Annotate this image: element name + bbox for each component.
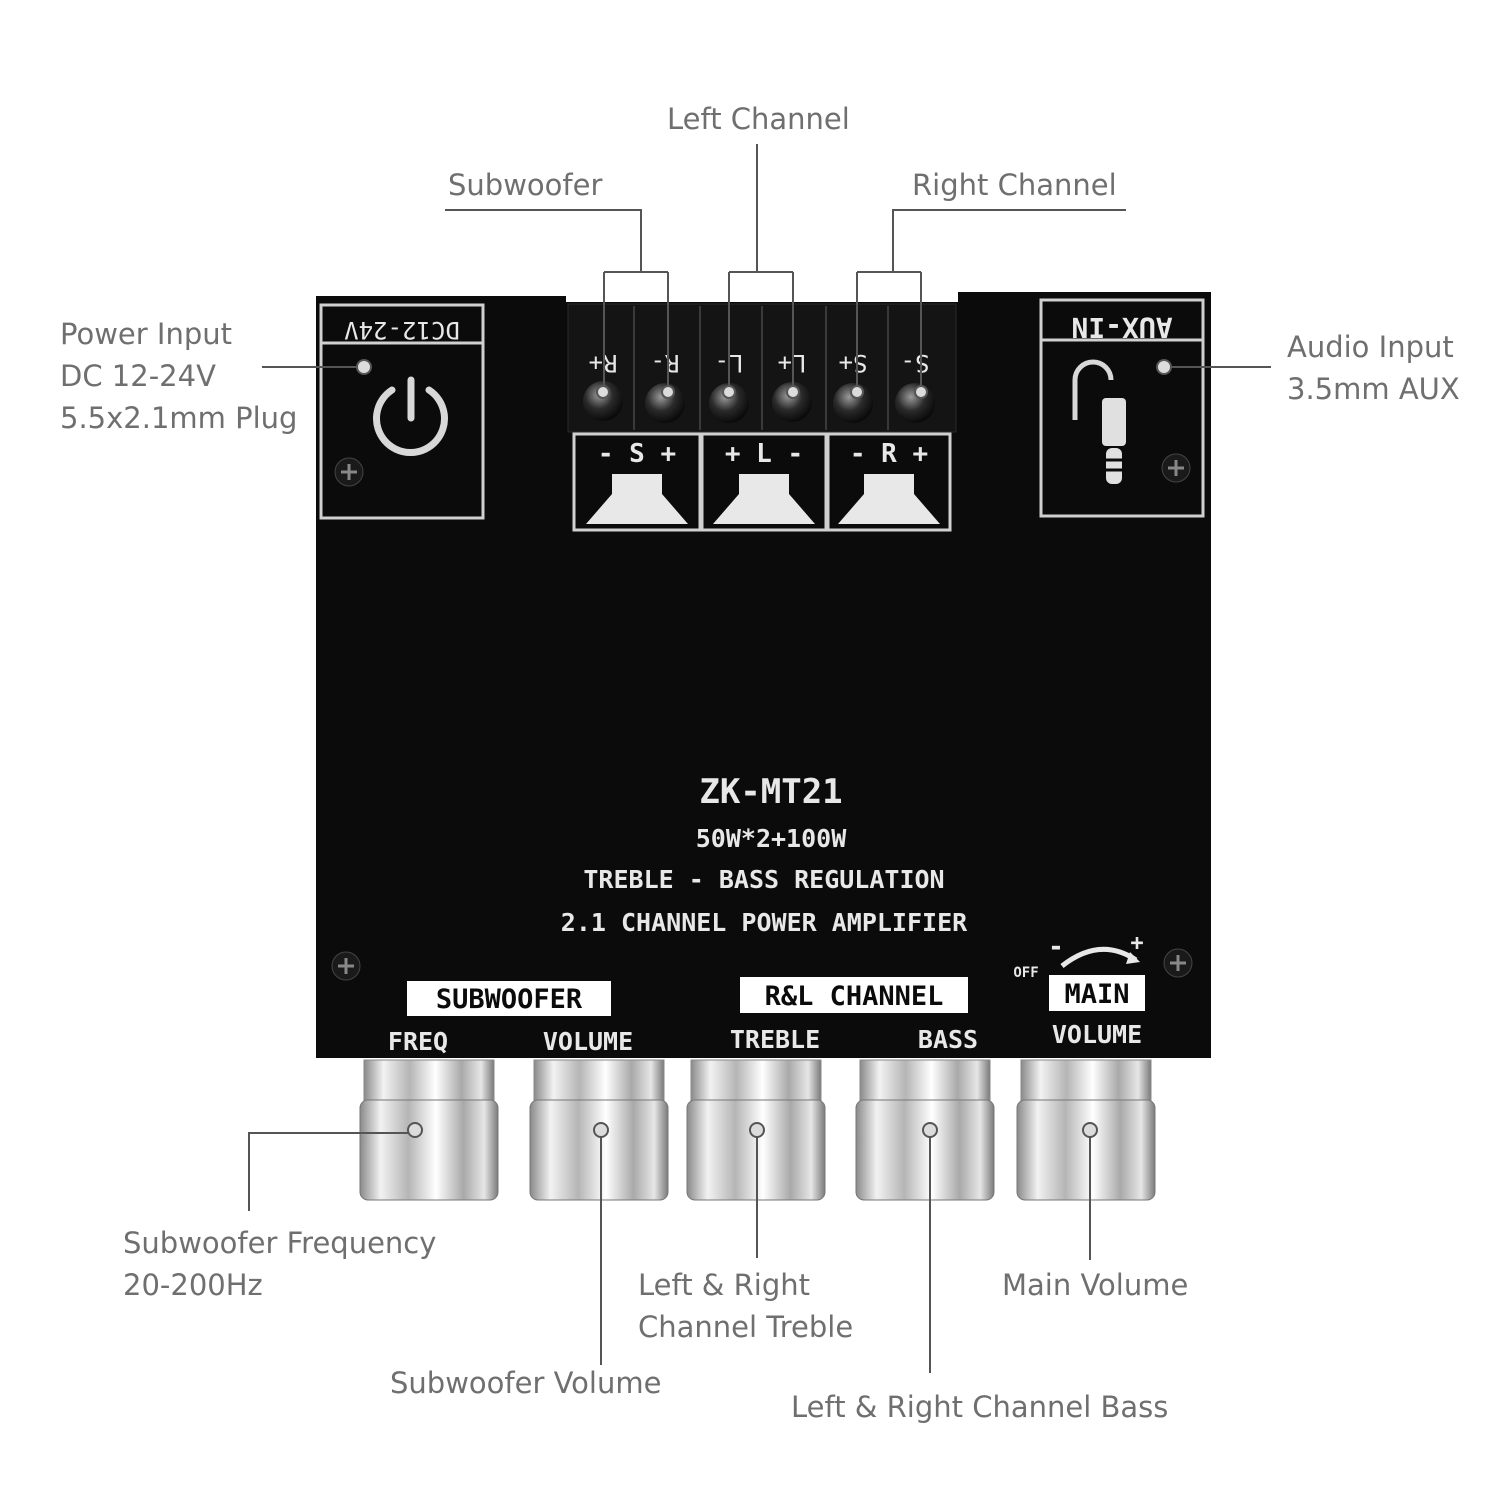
- speaker-icon: [713, 474, 815, 524]
- off-label: OFF: [1013, 965, 1038, 981]
- screw-icon: [1163, 948, 1193, 978]
- marker-dot: [593, 1122, 609, 1138]
- aux-input-label: AUX-IN: [1071, 311, 1172, 344]
- callout-power-input: Power Input DC 12-24V 5.5x2.1mm Plug: [60, 317, 298, 435]
- marker-dot: [1082, 1122, 1098, 1138]
- callout-audio-input: Audio Input 3.5mm AUX: [1287, 330, 1460, 406]
- board-body: [316, 292, 1211, 1058]
- power-input-panel: DC12-24V: [319, 303, 485, 520]
- knob-label-freq: FREQ: [388, 1027, 448, 1056]
- speaker-label-r: - R +: [850, 439, 928, 469]
- callout-main-volume: Main Volume: [1002, 1268, 1189, 1302]
- knob-label-bass: BASS: [918, 1025, 978, 1054]
- speaker-outputs: - S + + L - - R +: [572, 432, 952, 532]
- callout-sub-volume: Subwoofer Volume: [390, 1366, 662, 1400]
- speaker-label-s: - S +: [598, 439, 676, 469]
- speaker-icon: [586, 474, 688, 524]
- terminal-label-s-plus: S+: [839, 349, 868, 377]
- callout-left-channel: Left Channel: [667, 102, 850, 136]
- callout-lr-bass: Left & Right Channel Bass: [791, 1390, 1169, 1424]
- marker-dot: [922, 1122, 938, 1138]
- knob-sub-volume[interactable]: [529, 1059, 669, 1201]
- aux-plug-icon: [1072, 359, 1126, 484]
- power-rating: 50W*2+100W: [696, 824, 847, 853]
- switch-plus: +: [1130, 931, 1143, 956]
- treble-bass-line: TREBLE - BASS REGULATION: [583, 865, 944, 894]
- marker-dot: [407, 1122, 423, 1138]
- terminal-label-s-minus: S-: [901, 349, 930, 377]
- marker-dot: [356, 359, 372, 375]
- screw-icon: [334, 457, 364, 487]
- knob-label-main-volume: VOLUME: [1052, 1020, 1142, 1049]
- power-input-label: DC12-24V: [344, 316, 460, 344]
- callout-sub-frequency: Subwoofer Frequency 20-200Hz: [123, 1226, 437, 1302]
- rl-channel-group-label: R&L CHANNEL: [765, 981, 944, 1012]
- screw-icon: [1161, 453, 1191, 483]
- speaker-label-l: + L -: [725, 439, 803, 469]
- power-icon: [373, 376, 448, 457]
- callout-lr-treble: Left & Right Channel Treble: [638, 1268, 854, 1344]
- terminal-block: [567, 303, 957, 433]
- terminal-label-r-minus: R-: [651, 349, 680, 377]
- marker-dot: [786, 385, 800, 399]
- knob-label-sub-volume: VOLUME: [543, 1027, 633, 1056]
- marker-dot: [722, 385, 736, 399]
- marker-dot: [596, 385, 610, 399]
- model-name: ZK-MT21: [699, 772, 842, 812]
- callout-subwoofer: Subwoofer: [448, 168, 603, 202]
- marker-dot: [914, 385, 928, 399]
- amplifier-line: 2.1 CHANNEL POWER AMPLIFIER: [561, 908, 968, 937]
- knob-main-volume[interactable]: [1016, 1059, 1156, 1201]
- subwoofer-group-label: SUBWOOFER: [436, 984, 583, 1015]
- knob-bass[interactable]: [855, 1059, 995, 1201]
- marker-dot: [1156, 359, 1172, 375]
- main-group-label: MAIN: [1064, 979, 1129, 1010]
- knob-sub-freq[interactable]: [359, 1059, 499, 1201]
- screw-icon: [331, 951, 361, 981]
- marker-dot: [661, 385, 675, 399]
- switch-minus: -: [1048, 932, 1064, 962]
- callout-right-channel: Right Channel: [912, 168, 1117, 202]
- marker-dot: [749, 1122, 765, 1138]
- marker-dot: [850, 385, 864, 399]
- speaker-icon: [838, 474, 940, 524]
- aux-input-panel: AUX-IN: [1039, 298, 1205, 518]
- knob-label-treble: TREBLE: [730, 1025, 820, 1054]
